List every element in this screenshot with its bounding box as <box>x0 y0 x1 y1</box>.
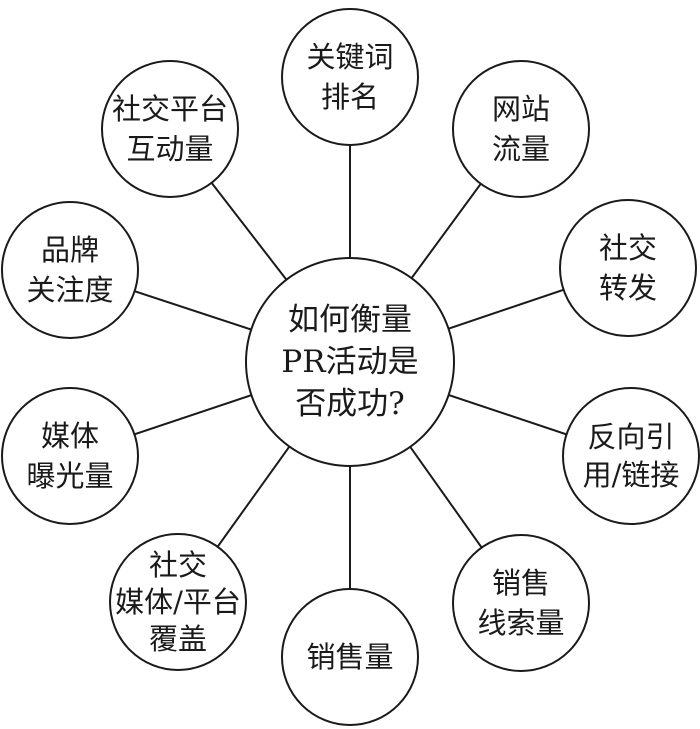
node-social-interaction-line-2: 互动量 <box>126 132 213 166</box>
node-website-traffic-line-2: 流量 <box>492 132 550 166</box>
node-social-shares-label: 社交转发 <box>599 231 657 305</box>
node-media-exposure-circle <box>1 387 139 525</box>
node-keyword-ranking-line-1: 关键词 <box>306 40 393 74</box>
center-question-line-3: 否成功? <box>295 386 405 422</box>
node-sales-leads-circle <box>452 534 590 672</box>
node-brand-attention-line-2: 关注度 <box>26 273 113 307</box>
node-website-traffic-line-1: 网站 <box>492 92 550 126</box>
node-media-exposure-line-1: 媒体 <box>41 419 99 453</box>
node-social-interaction-line-1: 社交平台 <box>112 92 228 126</box>
node-social-shares-line-1: 社交 <box>599 231 657 265</box>
node-brand-attention-line-1: 品牌 <box>41 233 99 267</box>
node-website-traffic-circle <box>452 60 590 198</box>
node-social-platform-coverage: 社交媒体/平台覆盖 <box>109 533 247 671</box>
node-sales-volume: 销售量 <box>281 588 419 726</box>
node-media-exposure-label: 媒体曝光量 <box>26 419 113 493</box>
node-website-traffic: 网站流量 <box>452 60 590 198</box>
node-social-interaction: 社交平台互动量 <box>101 60 239 198</box>
node-sales-volume-circle <box>281 588 419 726</box>
node-keyword-ranking-line-2: 排名 <box>321 80 379 114</box>
node-sales-leads-line-1: 销售 <box>492 566 550 600</box>
node-brand-attention-circle <box>1 201 139 339</box>
node-social-shares-line-2: 转发 <box>599 271 657 305</box>
center-question-line-1: 如何衡量 <box>288 302 412 338</box>
node-keyword-ranking-circle <box>281 8 419 146</box>
node-backlinks-line-2: 用/链接 <box>583 458 680 492</box>
node-sales-volume-label: 销售量 <box>306 640 393 674</box>
node-social-platform-coverage-circle <box>109 533 247 671</box>
node-social-interaction-label: 社交平台互动量 <box>112 92 228 166</box>
node-brand-attention: 品牌关注度 <box>1 201 139 339</box>
center-node: 如何衡量 PR活动是否成功? <box>245 257 455 467</box>
node-social-platform-coverage-line-2: 媒体/平台 <box>115 585 241 619</box>
node-sales-leads-label: 销售线索量 <box>477 566 564 640</box>
node-media-exposure: 媒体曝光量 <box>1 387 139 525</box>
node-social-platform-coverage-label: 社交媒体/平台覆盖 <box>115 548 241 656</box>
node-social-shares-circle <box>559 199 697 337</box>
node-social-shares: 社交转发 <box>559 199 697 337</box>
node-backlinks-circle <box>562 387 700 525</box>
node-keyword-ranking-label: 关键词排名 <box>306 40 393 114</box>
node-website-traffic-label: 网站流量 <box>492 92 550 166</box>
node-backlinks-label: 反向引用/链接 <box>583 420 680 492</box>
node-backlinks: 反向引用/链接 <box>562 387 700 525</box>
node-brand-attention-label: 品牌关注度 <box>26 233 113 307</box>
node-media-exposure-line-2: 曝光量 <box>26 459 113 493</box>
node-sales-leads: 销售线索量 <box>452 534 590 672</box>
center-question: 如何衡量 PR活动是否成功? <box>281 302 418 422</box>
center-circle <box>245 257 455 467</box>
node-keyword-ranking: 关键词排名 <box>281 8 419 146</box>
node-social-interaction-circle <box>101 60 239 198</box>
node-backlinks-line-1: 反向引 <box>587 420 674 454</box>
center-question-line-2: PR活动是 <box>281 344 418 380</box>
satellite-nodes: 关键词排名网站流量社交转发反向引用/链接销售线索量销售量社交媒体/平台覆盖媒体曝… <box>1 8 700 726</box>
node-sales-leads-line-2: 线索量 <box>477 606 564 640</box>
node-social-platform-coverage-line-3: 覆盖 <box>149 622 207 656</box>
node-sales-volume-line-1: 销售量 <box>306 640 393 674</box>
node-social-platform-coverage-line-1: 社交 <box>149 548 207 582</box>
